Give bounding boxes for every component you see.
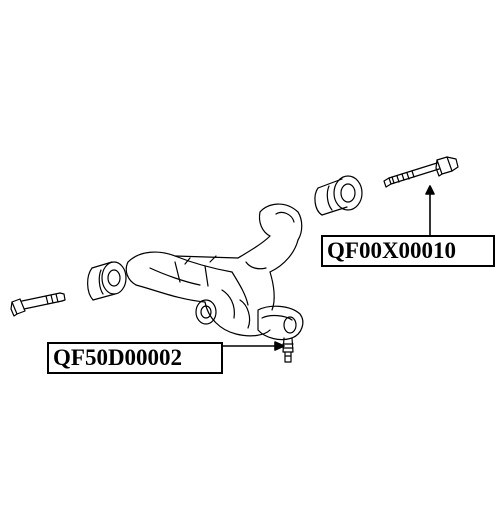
part-number-label-cam-bolt: QF00X00010: [321, 235, 495, 267]
arrowhead-top: [425, 185, 435, 195]
cam-bolt: [383, 156, 459, 188]
rear-bushing: [314, 175, 363, 216]
front-bushing: [87, 261, 127, 301]
ball-joint: [257, 305, 304, 363]
leader-lines: [210, 185, 435, 351]
arrowhead-bottom: [274, 341, 285, 351]
part-number-label-ball-joint: QF50D00002: [47, 342, 223, 374]
front-bolt: [10, 292, 66, 317]
lower-control-arm: [125, 203, 303, 337]
